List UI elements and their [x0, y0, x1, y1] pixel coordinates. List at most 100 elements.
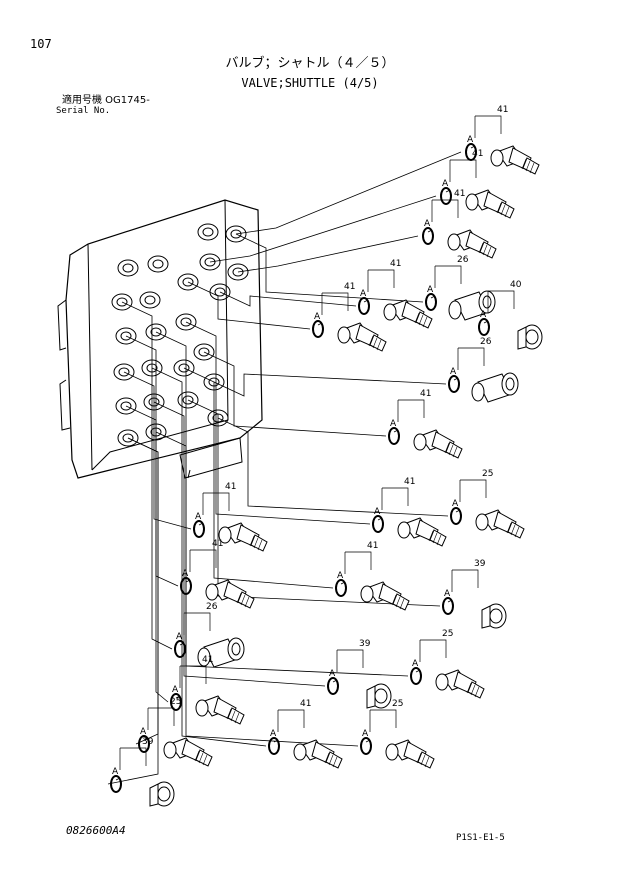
fitting-end: [205, 583, 219, 601]
union-bore: [482, 295, 492, 309]
fitting-end: [435, 673, 449, 691]
part-number-label: 39: [142, 737, 154, 747]
thread-line: [372, 337, 378, 349]
part-callout: 26A: [448, 337, 519, 403]
valve-port-bore: [180, 317, 192, 327]
o-ring: [478, 318, 490, 336]
o-ring-label: A: [140, 727, 147, 737]
thread-line: [226, 708, 232, 720]
o-ring-label: A: [172, 685, 179, 695]
fitting-thread: [369, 334, 387, 352]
part-number-label: 25: [392, 699, 403, 709]
thread-line: [202, 754, 208, 766]
o-ring: [268, 737, 280, 755]
connection-line: [153, 401, 326, 687]
plug-socket: [157, 786, 171, 802]
callout-bracket: [457, 347, 485, 370]
part-callout: 26A: [425, 255, 496, 321]
o-ring: [174, 640, 186, 658]
page-code: P1S1-E1-5: [456, 833, 505, 843]
valve-port: [197, 223, 219, 241]
connection-line: [213, 373, 447, 397]
callout-leader: [198, 522, 204, 526]
o-ring-label: A: [480, 310, 487, 320]
valve-port: [199, 253, 221, 271]
fitting-end: [490, 149, 504, 167]
thread-line: [253, 537, 259, 549]
thread-line: [486, 246, 492, 258]
connection-line: [151, 367, 267, 747]
thread-line: [236, 592, 242, 604]
part-callout: 41A: [180, 539, 255, 609]
union-back: [448, 300, 462, 320]
connection-line: [187, 399, 441, 607]
part-number-label: 25: [442, 629, 453, 639]
thread-line: [474, 686, 480, 698]
drawing-number: 0826600A4: [66, 824, 126, 837]
thread-line: [257, 539, 263, 551]
plug-thread: [517, 326, 527, 350]
valve-port: [147, 255, 169, 273]
connection-line: [209, 195, 437, 263]
connection-line: [235, 233, 424, 303]
valve-port-bore: [230, 229, 242, 239]
fitting-end: [163, 741, 177, 759]
callout-bracket: [474, 115, 502, 138]
connection-line: [235, 151, 462, 235]
valve-port-bore: [120, 331, 132, 341]
fitting-end: [413, 433, 427, 451]
callout-bracket: [344, 551, 372, 574]
thread-line: [448, 444, 454, 456]
callout-bracket: [381, 487, 409, 510]
thread-line: [332, 756, 338, 768]
part-callout: 39A: [442, 559, 507, 629]
callout-leader: [175, 695, 181, 699]
thread-line: [496, 202, 502, 214]
connection-line: [187, 281, 311, 330]
union-bore: [505, 377, 515, 391]
callout-leader: [377, 517, 383, 521]
thread-line: [376, 339, 382, 351]
callout-leader: [470, 145, 476, 149]
thread-line: [466, 682, 472, 694]
valve-port-bore: [120, 401, 132, 411]
o-ring-label: A: [182, 569, 189, 579]
o-ring-label: A: [390, 419, 397, 429]
union-back: [471, 382, 485, 402]
o-ring: [312, 320, 324, 338]
valve-port: [117, 429, 139, 447]
o-ring: [360, 737, 372, 755]
o-ring-label: A: [270, 729, 277, 739]
o-ring-label: A: [314, 312, 321, 322]
fitting-thread: [417, 751, 435, 769]
o-ring-label: A: [442, 179, 449, 189]
callout-leader: [317, 322, 323, 326]
thread-line: [324, 752, 330, 764]
part-callout: 25A: [360, 699, 435, 769]
valve-port: [177, 391, 199, 409]
callout-leader: [273, 739, 279, 743]
callout-leader: [415, 669, 421, 673]
connection-line: [127, 437, 159, 745]
valve-port-bore: [118, 367, 130, 377]
thread-line: [500, 204, 506, 216]
callout-bracket: [451, 569, 479, 592]
thread-line: [230, 710, 236, 722]
thread-line: [414, 312, 420, 324]
part-callout: 41A: [388, 389, 463, 459]
part-callout: 41A: [268, 699, 343, 769]
page-title: VALVE;SHUTTLE (4/5): [241, 76, 379, 90]
callout-bracket: [147, 707, 175, 730]
fitting-end: [218, 526, 232, 544]
thread-line: [240, 594, 246, 606]
valve-port: [139, 291, 161, 309]
valve-body-side-flange: [57, 299, 71, 431]
connection-line: [121, 301, 173, 650]
part-callout: 39A: [110, 737, 175, 807]
fitting-end: [465, 193, 479, 211]
part-number-label: 25: [482, 469, 493, 479]
valve-port: [173, 359, 195, 377]
callout-bracket: [119, 747, 147, 770]
serial-label-japanese: 適用号機 OG1745-: [62, 95, 150, 106]
part-number-label: 25: [170, 697, 181, 707]
